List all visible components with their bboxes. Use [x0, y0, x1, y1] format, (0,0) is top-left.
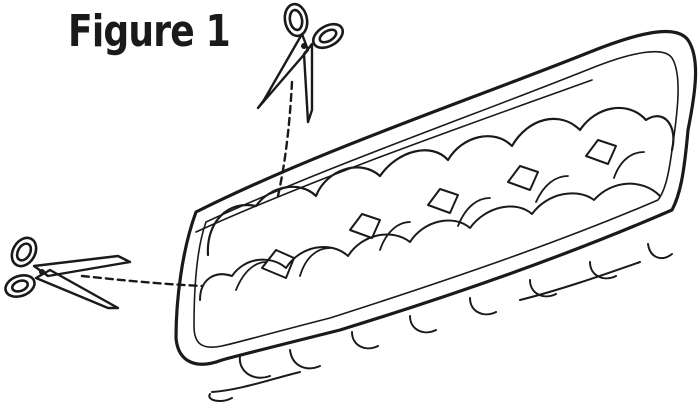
egg-carton-icon	[176, 31, 696, 400]
scissors-icon	[258, 2, 347, 122]
cut-line-top	[278, 82, 292, 196]
scissors-icon	[2, 234, 130, 308]
cut-line-left	[82, 276, 202, 286]
